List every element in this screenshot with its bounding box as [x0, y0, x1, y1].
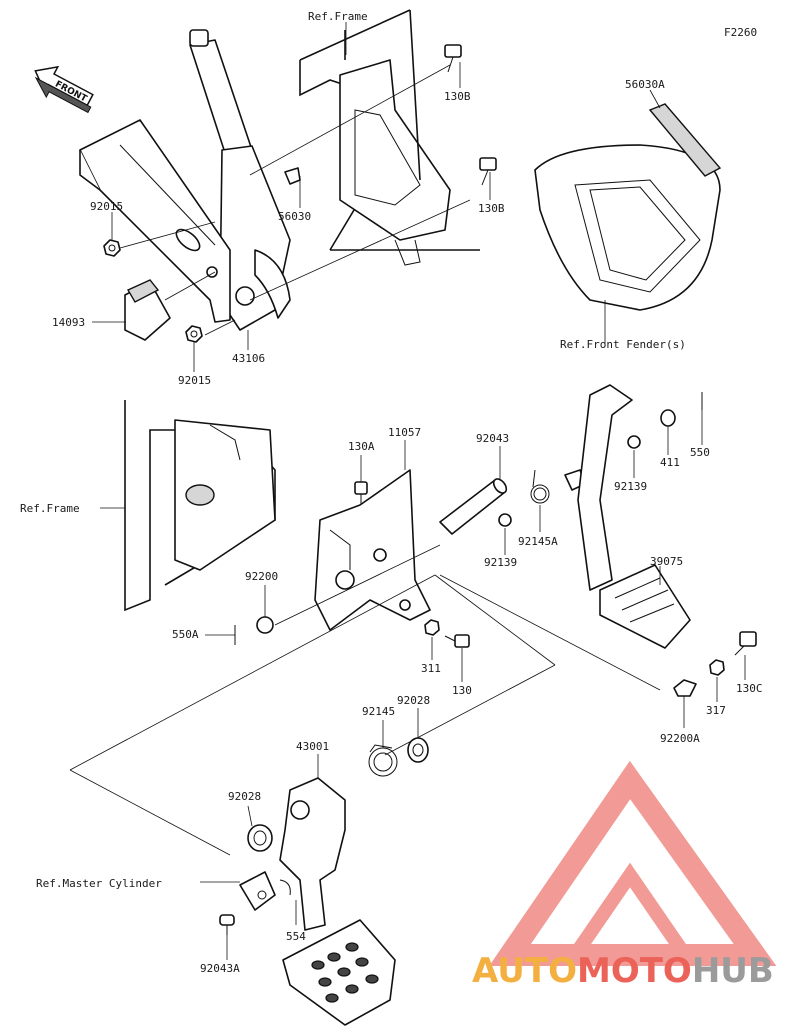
label-11057: 11057	[388, 426, 421, 439]
label-130B-lower: 130B	[478, 202, 505, 215]
washer-92200	[256, 616, 274, 634]
watermark-auto: AUTO	[472, 951, 577, 991]
label-130A: 130A	[348, 440, 375, 453]
label-92139-left: 92139	[484, 556, 517, 569]
label-92028-upper: 92028	[397, 694, 430, 707]
label-92139-right: 92139	[614, 480, 647, 493]
watermark-hub: HUB	[692, 951, 774, 991]
label-130: 130	[452, 684, 472, 697]
label-130C: 130C	[736, 682, 763, 695]
label-92043: 92043	[476, 432, 509, 445]
bushing-92028-lower	[247, 824, 273, 852]
label-92145A: 92145A	[518, 535, 558, 548]
label-14093: 14093	[52, 316, 85, 329]
clip-56030	[284, 167, 301, 185]
label-92200: 92200	[245, 570, 278, 583]
washer-92200A	[673, 679, 697, 697]
label-39075: 39075	[650, 555, 683, 568]
watermark-logo-icon	[489, 760, 777, 966]
master-cylinder-link	[239, 871, 276, 911]
label-550A: 550A	[172, 628, 199, 641]
label-311: 311	[421, 662, 441, 675]
assembly-lines	[69, 64, 661, 856]
ref-master-cylinder-label: Ref.Master Cylinder	[36, 877, 162, 890]
cover-14093	[124, 279, 171, 341]
label-43106: 43106	[232, 352, 265, 365]
watermark-moto: MOTO	[577, 951, 692, 991]
lower-frame	[124, 400, 276, 612]
clip-554	[279, 879, 291, 896]
label-92145: 92145	[362, 705, 395, 718]
lever-bracket-43106	[79, 119, 231, 323]
shaft-92043	[439, 478, 508, 535]
label-92015-top: 92015	[90, 200, 123, 213]
nut-92015-top	[103, 239, 121, 257]
automotohub-watermark: AUTOMOTOHUB	[472, 760, 777, 991]
nut-317	[709, 659, 725, 676]
diagram-code: F2260	[724, 26, 757, 39]
pin-92043A	[219, 914, 235, 935]
label-43001: 43001	[296, 740, 329, 753]
ref-front-fenders-label: Ref.Front Fender(s)	[560, 338, 686, 351]
label-550: 550	[690, 446, 710, 459]
bolt-130	[444, 634, 470, 648]
nut-311	[424, 619, 440, 636]
ref-frame-top-label: Ref.Frame	[308, 10, 368, 23]
parking-brake-lever	[189, 29, 291, 331]
bolt-130B-lower	[479, 157, 497, 186]
front-arrow-icon: FRONT	[34, 65, 94, 114]
upper-frame-bracket	[299, 9, 480, 266]
washer-92139-right	[627, 435, 641, 449]
label-317: 317	[706, 704, 726, 717]
pad-56030A	[648, 103, 722, 177]
accelerator-pedal-39075	[577, 384, 691, 649]
nut-92015-bottom	[185, 325, 203, 343]
label-92015-bottom: 92015	[178, 374, 211, 387]
pedal-bracket-11057	[314, 469, 431, 631]
leader-lines	[92, 22, 746, 960]
washer-92139-left	[498, 513, 512, 527]
ref-frame-left-label: Ref.Frame	[20, 502, 80, 515]
front-fender	[534, 144, 721, 311]
label-92028-lower: 92028	[228, 790, 261, 803]
spring-92145A	[530, 469, 550, 504]
label-554: 554	[286, 930, 306, 943]
label-92200A: 92200A	[660, 732, 700, 745]
washer-411	[660, 409, 676, 427]
label-56030: 56030	[278, 210, 311, 223]
bolt-130B-upper	[444, 44, 462, 73]
svg-text:AUTOMOTOHUB: AUTOMOTOHUB	[472, 951, 774, 991]
part-labels: Ref.Frame 130B 130B 56030A 56030 92015 1…	[20, 10, 763, 975]
label-56030A: 56030A	[625, 78, 665, 91]
spring-92145	[368, 744, 398, 777]
brake-pedal-43001	[279, 777, 396, 1026]
label-92043A: 92043A	[200, 962, 240, 975]
bolt-130C	[734, 631, 757, 656]
label-130B-upper: 130B	[444, 90, 471, 103]
label-411: 411	[660, 456, 680, 469]
brake-pedal-pad-holes	[311, 942, 379, 1003]
